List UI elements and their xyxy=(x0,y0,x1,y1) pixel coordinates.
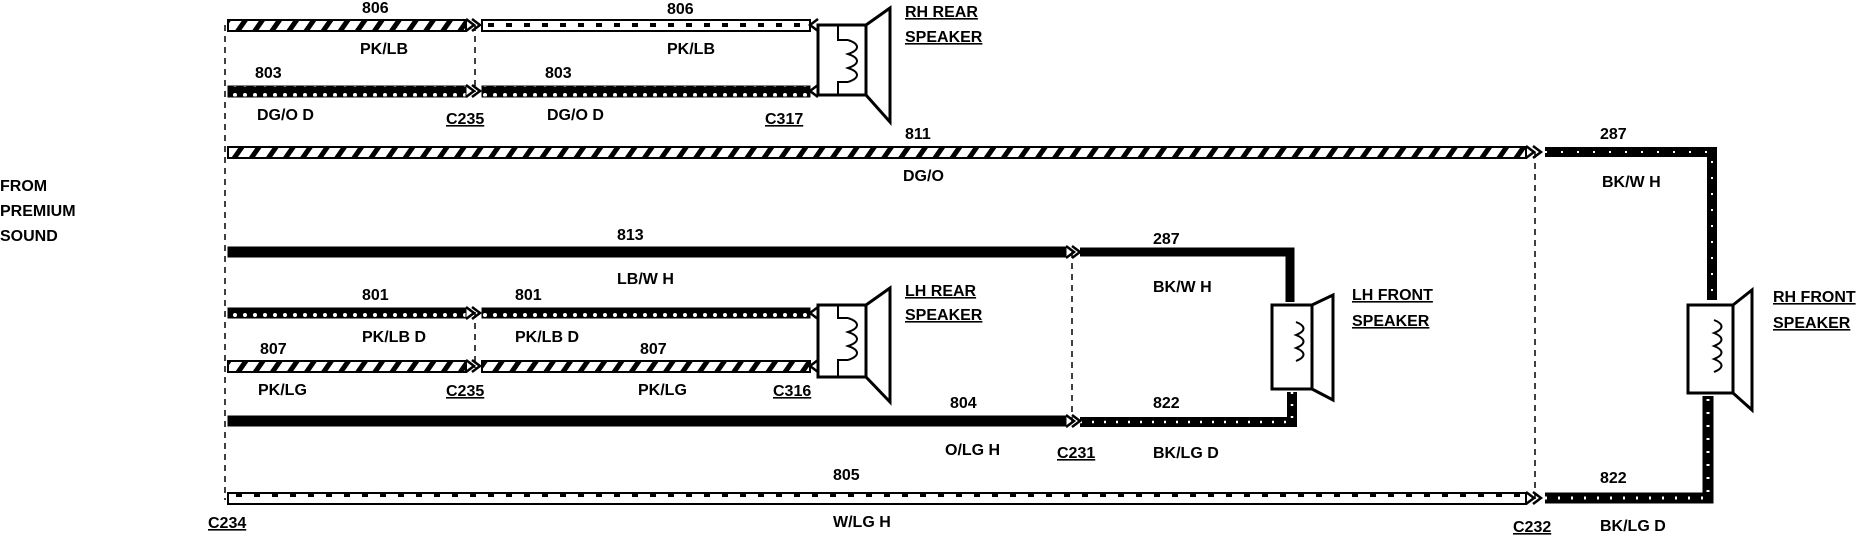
rh-front-speaker-label-1: RH FRONT xyxy=(1773,289,1856,306)
wire-807a-color: PK/LG xyxy=(258,382,307,399)
bundle-lines xyxy=(224,25,1536,500)
wire-803-right xyxy=(481,85,811,98)
rh-front-speaker-symbol xyxy=(1686,286,1754,414)
rh-rear-speaker-symbol xyxy=(816,5,892,126)
lh-rear-speaker-label-2: SPEAKER xyxy=(905,307,983,324)
wire-805 xyxy=(227,492,1527,505)
wire-807a-circuit: 807 xyxy=(260,341,287,358)
wire-822l-color: BK/LG D xyxy=(1153,445,1219,462)
rh-rear-speaker-label-2: SPEAKER xyxy=(905,29,983,46)
source-label-line1: FROM xyxy=(0,178,47,195)
wire-813-color: LB/W H xyxy=(617,271,674,288)
wire-806a-color: PK/LB xyxy=(360,41,408,58)
wire-804 xyxy=(227,415,1067,427)
connector-symbols xyxy=(465,18,1544,505)
connector-c316: C316 xyxy=(773,383,811,400)
wire-803a-color: DG/O D xyxy=(257,107,314,124)
wire-822-lh-front xyxy=(1080,392,1297,427)
wire-806a-circuit: 806 xyxy=(362,0,389,17)
wire-287r-color: BK/W H xyxy=(1602,174,1661,191)
source-label-line2: PREMIUM xyxy=(0,203,76,220)
wire-801-left xyxy=(227,307,467,319)
lh-front-speaker-symbol xyxy=(1270,292,1335,403)
wire-822r-color: BK/LG D xyxy=(1600,518,1666,535)
wires xyxy=(227,19,1717,505)
wire-822r-circuit: 822 xyxy=(1600,470,1627,487)
wire-804-circuit: 804 xyxy=(950,395,977,412)
wire-806b-circuit: 806 xyxy=(667,1,694,18)
wire-803b-circuit: 803 xyxy=(545,65,572,82)
source-label-line3: SOUND xyxy=(0,228,58,245)
connector-c317: C317 xyxy=(765,111,803,128)
wire-807b-circuit: 807 xyxy=(640,341,667,358)
rh-rear-speaker-label-1: RH REAR xyxy=(905,4,978,21)
wire-806b-color: PK/LB xyxy=(667,41,715,58)
wire-813-circuit: 813 xyxy=(617,227,644,244)
wire-801a-color: PK/LB D xyxy=(362,329,426,346)
wire-287r-circuit: 287 xyxy=(1600,126,1627,143)
rh-front-speaker-label-2: SPEAKER xyxy=(1773,315,1851,332)
wire-287-lh-front xyxy=(1080,247,1295,302)
wire-811-color: DG/O xyxy=(903,168,944,185)
wire-813 xyxy=(227,246,1067,258)
wire-804-color: O/LG H xyxy=(945,442,1000,459)
wire-811-circuit: 811 xyxy=(905,126,931,143)
wire-807b-color: PK/LG xyxy=(638,382,687,399)
wire-801a-circuit: 801 xyxy=(362,287,389,304)
wire-807-right xyxy=(481,360,811,373)
lh-front-speaker-label-2: SPEAKER xyxy=(1352,313,1430,330)
connector-c234: C234 xyxy=(208,515,246,532)
wire-806-left xyxy=(227,19,467,32)
wire-287l-circuit: 287 xyxy=(1153,231,1180,248)
wire-801-right xyxy=(481,307,811,319)
wire-801b-circuit: 801 xyxy=(515,287,542,304)
connector-c235-top: C235 xyxy=(446,111,484,128)
lh-rear-speaker-symbol xyxy=(816,285,892,406)
wire-822-rh-front xyxy=(1545,396,1714,504)
wire-803a-circuit: 803 xyxy=(255,65,282,82)
wire-803b-color: DG/O D xyxy=(547,107,604,124)
wire-822l-circuit: 822 xyxy=(1153,395,1180,412)
lh-front-speaker-label-1: LH FRONT xyxy=(1352,287,1433,304)
wire-806-right xyxy=(481,19,811,32)
wire-807-left xyxy=(227,360,467,373)
wire-287l-color: BK/W H xyxy=(1153,279,1212,296)
wire-805-color: W/LG H xyxy=(833,514,891,531)
connector-c232: C232 xyxy=(1513,519,1551,536)
wire-287-rh-front xyxy=(1545,147,1717,300)
wire-811 xyxy=(227,146,1527,159)
lh-rear-speaker-label-1: LH REAR xyxy=(905,283,977,300)
wire-801b-color: PK/LB D xyxy=(515,329,579,346)
wire-805-circuit: 805 xyxy=(833,467,860,484)
wire-803-left xyxy=(227,85,467,98)
connector-c231: C231 xyxy=(1057,445,1095,462)
connector-c235-bottom: C235 xyxy=(446,383,484,400)
